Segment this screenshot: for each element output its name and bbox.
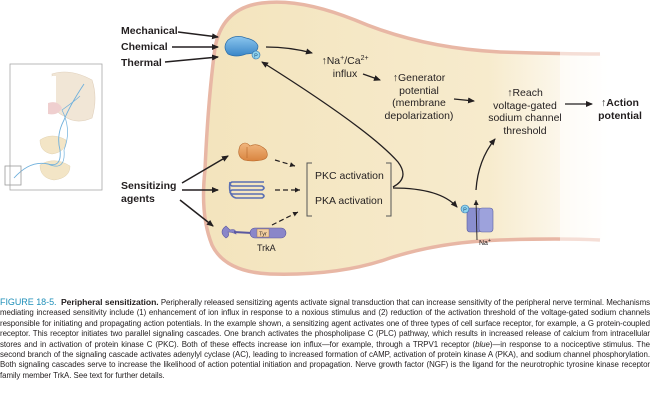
figure-caption: FIGURE 18-5. Peripheral sensitization. P… — [0, 297, 650, 381]
action-line-2: potential — [598, 109, 642, 122]
trka-receptor — [221, 225, 287, 239]
ion-influx-label: ↑Na+/Ca2+ influx — [315, 55, 375, 80]
sensitization-diagram: Tyr P P — [4, 0, 610, 276]
arrow-pkc-to-trpv1 — [261, 61, 404, 188]
threshold-line-2: voltage-gated — [493, 99, 557, 112]
up-arrow-icon: ↑ — [321, 55, 327, 67]
stimulus-thermal: Thermal — [121, 57, 162, 69]
caption-italic: blue — [475, 339, 490, 349]
generator-line-2: potential — [399, 84, 439, 97]
stimulus-chemical: Chemical — [121, 41, 168, 53]
trpv1-receptor — [224, 36, 261, 60]
influx-sup2: 2+ — [360, 55, 369, 62]
influx-ion-na: Na — [326, 55, 341, 67]
trpv1-phospho-label: P — [254, 53, 258, 59]
cell-membrane-lower — [201, 47, 601, 276]
stimulus-mechanical: Mechanical — [121, 25, 178, 37]
nerve-terminal-cell — [203, 2, 610, 275]
na-text: Na — [479, 240, 488, 247]
figure-title: Peripheral sensitization. — [60, 297, 159, 307]
trka-tyr-label: Tyr — [259, 232, 267, 238]
gpcr-orange-receptor — [238, 142, 268, 162]
arrow-generator-to-threshold — [453, 97, 475, 104]
caption-body-1: Peripherally released sensitizing agents… — [0, 298, 650, 349]
arrow-pka-to-sodium-channel — [392, 187, 458, 208]
arrow-influx-to-generator — [362, 73, 381, 81]
generator-line-1: ↑Generator — [392, 72, 446, 84]
na-charge: + — [487, 238, 491, 244]
generator-potential-label: ↑Generator potential (membrane depolariz… — [378, 72, 460, 122]
stimuli-arrows — [164, 31, 219, 63]
arrow-trpv1-to-influx — [265, 46, 313, 55]
sodium-channel — [460, 199, 494, 241]
threshold-line-1: ↑Reach — [507, 87, 543, 99]
pka-activation-label: PKA activation — [315, 195, 383, 207]
sensitizing-agents-label: Sensitizing agents — [121, 180, 177, 205]
figure-number: FIGURE 18-5. — [0, 297, 57, 307]
sodium-phospho-icon — [460, 204, 470, 214]
influx-text: influx — [332, 67, 358, 80]
dashed-arrows-to-bracket — [271, 159, 300, 226]
threshold-line-3: sodium channel — [488, 112, 562, 124]
gpcr-serpentine-receptor — [228, 181, 265, 199]
threshold-line-4: threshold — [503, 124, 547, 137]
influx-ion-ca: /Ca — [344, 55, 361, 67]
sodium-ion-label: Na+ — [479, 238, 491, 251]
action-potential-label: ↑Action potential — [590, 97, 650, 122]
trka-label: TrkA — [257, 243, 276, 253]
sodium-phospho-label: P — [463, 207, 467, 213]
generator-line-3: (membrane — [392, 97, 446, 109]
threshold-label: ↑Reach voltage-gated sodium channel thre… — [480, 87, 570, 137]
generator-line-4: depolarization) — [384, 109, 454, 122]
pkc-pka-bracket — [306, 162, 392, 217]
action-line-1: ↑Action — [601, 97, 639, 109]
influx-sup1: + — [340, 55, 345, 62]
sensitizing-arrows — [179, 155, 229, 227]
caption-body-2: )—in response to a nociceptive stimulus.… — [0, 339, 650, 380]
cell-membrane — [213, 0, 601, 56]
pkc-activation-label: PKC activation — [315, 170, 384, 182]
trpv1-phospho-icon — [251, 50, 261, 60]
arrow-sodium-to-threshold — [475, 138, 496, 191]
inset-nervous-system-thumbnail — [4, 63, 103, 191]
